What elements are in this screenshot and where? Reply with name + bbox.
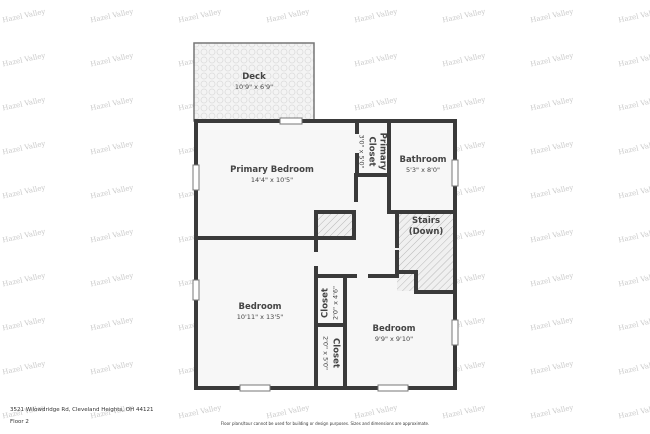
room-dims: 10'11" x 13'5" — [236, 313, 284, 321]
room-deck: Deck 10'9" x 6'9" — [214, 72, 294, 92]
deck-area — [193, 42, 315, 122]
room-name: Closet — [366, 136, 377, 167]
room-name: Primary Bedroom — [230, 165, 314, 175]
address: 3521 Wilowdridge Rd, Cleveland Heights, … — [10, 407, 154, 413]
room-bedroom-left: Bedroom 10'11" x 13'5" — [220, 302, 300, 322]
room-name: Bedroom — [372, 324, 416, 334]
room-bathroom: Bathroom 5'3" x 8'0" — [393, 155, 453, 175]
room-primary-bedroom: Primary Bedroom 14'4" x 10'5" — [222, 165, 322, 185]
room-name: Bedroom — [238, 302, 282, 312]
room-bedroom-right: Bedroom 9'9" x 9'10" — [354, 324, 434, 344]
room-dims: 2'0" x 5'0" — [321, 335, 330, 371]
room-dims: 5'3" x 8'0" — [405, 166, 441, 174]
room-primary-closet: Primary Closet 3'0" x 5'0" — [357, 124, 388, 180]
room-dims: 10'9" x 6'9" — [234, 83, 274, 91]
room-name: (Down) — [408, 227, 444, 237]
disclaimer: Floor plans/tour cannot be used for buil… — [220, 421, 430, 426]
floor-label: Floor 2 — [10, 419, 29, 425]
room-stairs: Stairs (Down) — [398, 216, 454, 238]
room-name: Primary — [377, 132, 388, 171]
room-closet-lower: Closet 2'0" x 5'0" — [321, 326, 341, 381]
room-dims: 14'4" x 10'5" — [250, 176, 294, 184]
room-name: Closet — [320, 288, 331, 318]
room-name: Deck — [242, 72, 266, 82]
stairs-hatch — [397, 213, 453, 291]
room-dims: 3'0" x 5'0" — [357, 134, 366, 169]
room-name: Bathroom — [399, 155, 447, 165]
chimney-hatch — [314, 212, 356, 238]
room-name: Closet — [330, 338, 341, 368]
room-dims: 2'0" x 4'6" — [331, 285, 340, 321]
room-name: Stairs — [411, 216, 441, 226]
room-closet-upper: Closet 2'0" x 4'6" — [321, 276, 341, 331]
room-dims: 9'9" x 9'10" — [374, 335, 414, 343]
